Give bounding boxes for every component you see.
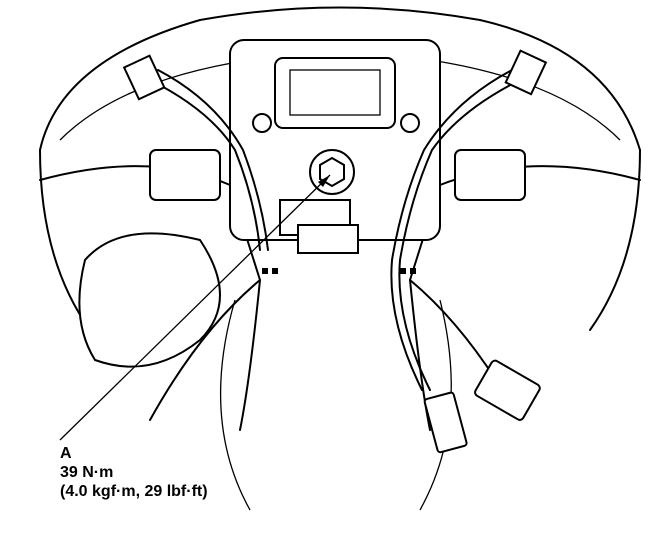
hub-screw-right <box>400 113 420 133</box>
wire-harness-left <box>149 69 269 251</box>
wheel-rim <box>39 6 641 151</box>
connector-lower-right <box>474 359 541 421</box>
hub-screw-left <box>252 113 272 133</box>
torque-callout: A 39 N·m (4.0 kgf·m, 29 lbf·ft) <box>60 444 208 501</box>
wire-harness-right <box>390 69 521 391</box>
torque-metric: 39 N·m <box>60 464 114 481</box>
torque-imperial: (4.0 kgf·m, 29 lbf·ft) <box>60 483 208 500</box>
callout-leader-line <box>59 174 331 441</box>
connector-right <box>504 49 548 96</box>
callout-letter: A <box>60 445 72 462</box>
connector-left <box>122 54 166 101</box>
